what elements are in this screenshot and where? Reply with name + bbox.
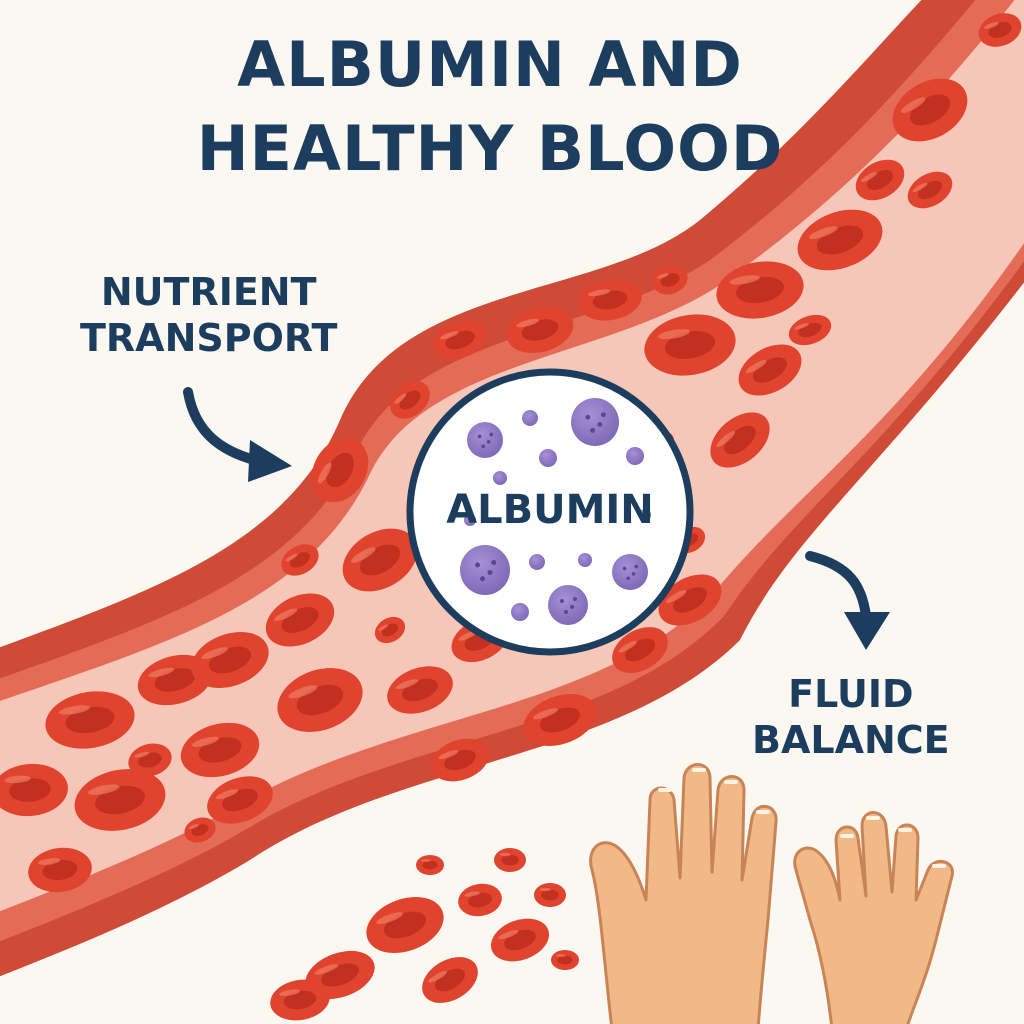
red-blood-cell-icon [366,896,444,954]
red-blood-cell-icon [716,261,804,319]
red-blood-cell-icon [788,314,832,346]
red-blood-cell-icon [342,528,418,592]
albumin-particle-icon [571,398,619,446]
red-blood-cell-icon [658,574,722,626]
albumin-magnifier [406,368,694,656]
title-line-2: HEALTHY BLOOD [196,112,784,185]
albumin-particle-icon [639,509,651,521]
red-blood-cell-icon [270,979,330,1021]
red-blood-cell-icon [74,769,166,831]
red-blood-cell-icon [390,381,430,419]
albumin-particle-icon [612,554,648,590]
albumin-particle-icon [522,410,538,426]
nutrient-transport-line-1: NUTRIENT [100,270,317,314]
red-blood-cell-icon [416,855,444,875]
red-blood-cell-icon [523,693,597,747]
red-blood-cells [0,13,1022,893]
albumin-particles [460,398,651,625]
red-blood-cell-icon [490,918,550,962]
albumin-particle-icon [467,422,503,458]
albumin-particle-icon [493,471,507,485]
nutrient-transport-line-2: TRANSPORT [80,315,338,360]
red-blood-cell-icon [28,847,92,893]
red-blood-cell-icon [578,279,642,321]
red-blood-cell-icon [494,848,526,872]
nutrient-arrow-icon [183,387,292,482]
red-blood-cell-icon [265,593,335,647]
red-blood-cell-icon [281,544,319,576]
red-blood-cell-icon [978,13,1022,47]
red-blood-cell-icon [892,78,968,142]
fluid-balance-line-1: FLUID [788,672,914,716]
red-blood-cell-icon [0,763,68,817]
red-blood-cell-icon [855,159,905,201]
red-blood-cell-icon [422,957,478,1003]
red-blood-cell-icon [644,314,736,376]
nutrient-transport-label: NUTRIENT TRANSPORT [80,270,337,361]
red-blood-cell-icon [374,616,406,644]
fluid-balance-line-2: BALANCE [752,717,950,762]
title-line-1: ALBUMIN AND [237,28,743,101]
red-blood-cell-icon [612,627,668,673]
albumin-particle-icon [464,514,476,526]
albumin-particle-icon [578,553,592,567]
red-blood-cell-icon [458,883,502,917]
albumin-particle-icon [529,554,545,570]
red-blood-cell-icon [907,171,953,209]
left-hand-icon [589,763,778,1024]
albumin-particle-icon [539,449,557,467]
red-blood-cell-icon [551,950,579,970]
red-blood-cell-icon [180,722,260,778]
fluid-balance-label: FLUID BALANCE [752,672,950,763]
red-blood-cell-icon [710,412,770,468]
red-blood-cell-icon [430,738,490,782]
red-blood-cell-icon [506,306,574,354]
albumin-particle-icon [460,545,510,595]
red-blood-cell-icon [191,631,269,689]
fluid-arrow-icon [805,551,890,650]
albumin-particle-icon [548,585,588,625]
albumin-particle-icon [511,603,529,621]
red-blood-cell-icon [277,668,363,732]
red-blood-cell-icon [534,883,566,907]
red-blood-cell-icon [45,691,135,749]
albumin-label: ALBUMIN [446,487,654,533]
red-blood-cell-icon [207,776,273,824]
loose-red-cells [270,848,579,1021]
red-blood-cell-icon [432,320,488,360]
red-blood-cell-icon [652,265,688,295]
red-blood-cell-icon [184,817,216,843]
red-blood-cell-icon [128,743,172,777]
red-blood-cell-icon [387,666,453,714]
right-hand-icon [793,811,954,1024]
red-blood-cell-icon [797,209,883,271]
red-blood-cell-icon [738,344,802,396]
red-blood-cell-icon [311,437,369,503]
albumin-particle-icon [626,447,644,465]
